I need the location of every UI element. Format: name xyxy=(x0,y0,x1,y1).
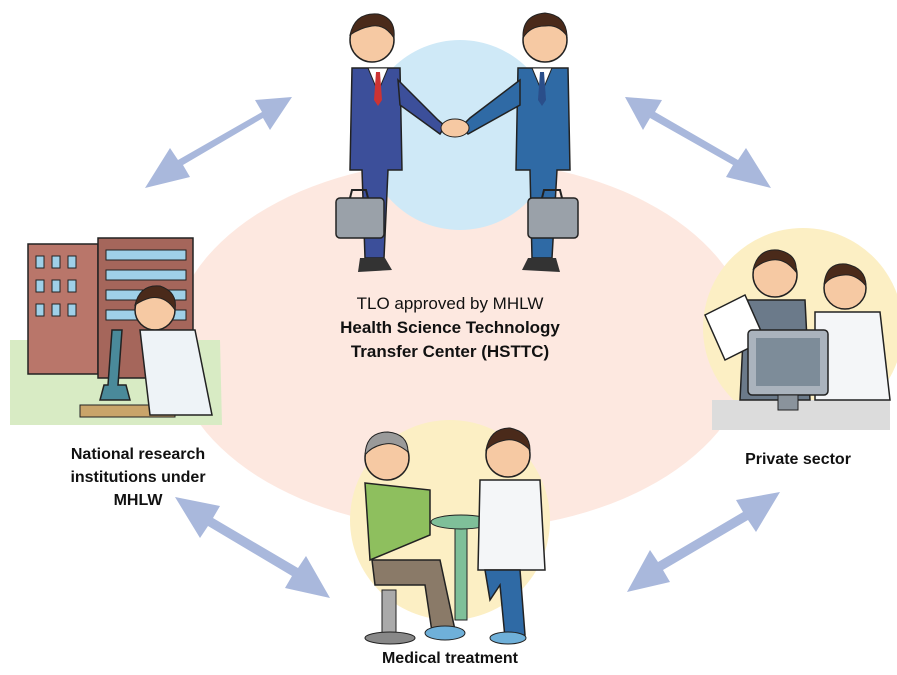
arrow-bottom-right xyxy=(627,492,780,592)
medical-treatment-label: Medical treatment xyxy=(381,650,519,667)
hsttc-name-line1: Health Science Technology xyxy=(340,318,560,337)
hsttc-label: TLO approved by MHLW Health Science Tech… xyxy=(300,292,600,364)
arrow-top-left xyxy=(145,97,292,188)
hsttc-subtitle: TLO approved by MHLW xyxy=(356,294,544,313)
businessman-left xyxy=(335,13,446,272)
national-research-label: National research institutions under MHL… xyxy=(38,443,238,512)
central-ellipse xyxy=(172,160,752,530)
handshake-illustration xyxy=(335,12,579,272)
arrow-bottom-left xyxy=(175,497,330,598)
national-research-line3: MHLW xyxy=(113,492,163,509)
national-research-line2: institutions under xyxy=(70,469,206,486)
research-illustration xyxy=(10,237,222,425)
hsttc-name-line2: Transfer Center (HSTTC) xyxy=(350,342,550,361)
national-research-line1: National research xyxy=(70,446,206,463)
businessman-right xyxy=(440,12,579,272)
medical-illustration xyxy=(350,420,550,645)
private-sector-illustration xyxy=(703,228,897,430)
private-sector-label: Private sector xyxy=(745,451,851,468)
arrow-top-right xyxy=(625,97,771,188)
